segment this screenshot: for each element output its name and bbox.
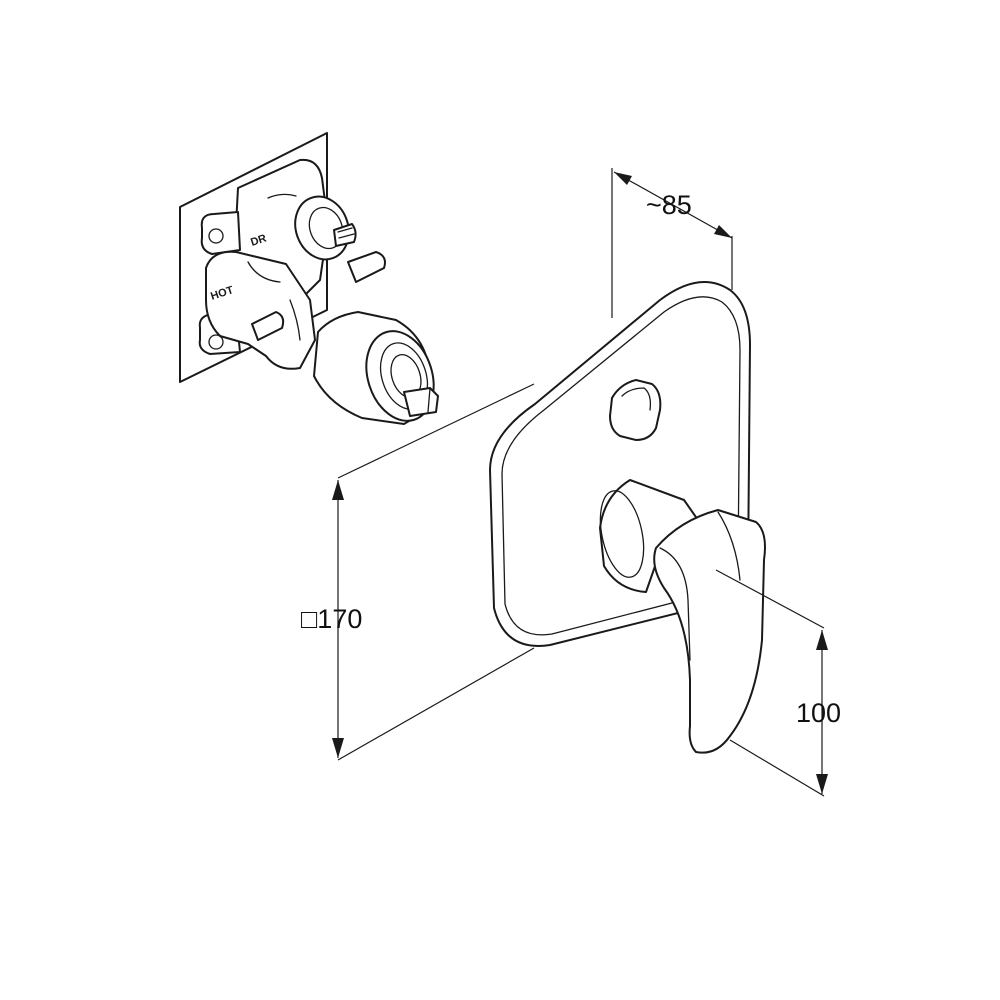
mounting-lug-upper [200, 211, 241, 255]
plate-size-dimension-label: □170 [301, 604, 362, 634]
diverter-spindle [333, 223, 357, 247]
lug-hole-lower [208, 334, 224, 350]
valve-lower-body [205, 250, 316, 370]
inlet-stub-upper [347, 251, 386, 283]
handle-height-dimension-label: 100 [796, 698, 841, 728]
depth-dimension-label: ~85 [646, 190, 692, 220]
handle-lever [653, 509, 766, 754]
lever-handle [599, 479, 766, 754]
dimension-lines [332, 168, 828, 797]
diverter-port-inner [308, 206, 344, 250]
inlet-stub-lower [251, 311, 285, 341]
concealed-valve-body: DR HOT [179, 132, 439, 425]
cartridge-spindle [403, 387, 439, 417]
lug-hole-upper [208, 228, 224, 244]
diverter-marking: DR [249, 233, 268, 249]
dimension-labels: ~85 □170 100 [301, 190, 841, 728]
